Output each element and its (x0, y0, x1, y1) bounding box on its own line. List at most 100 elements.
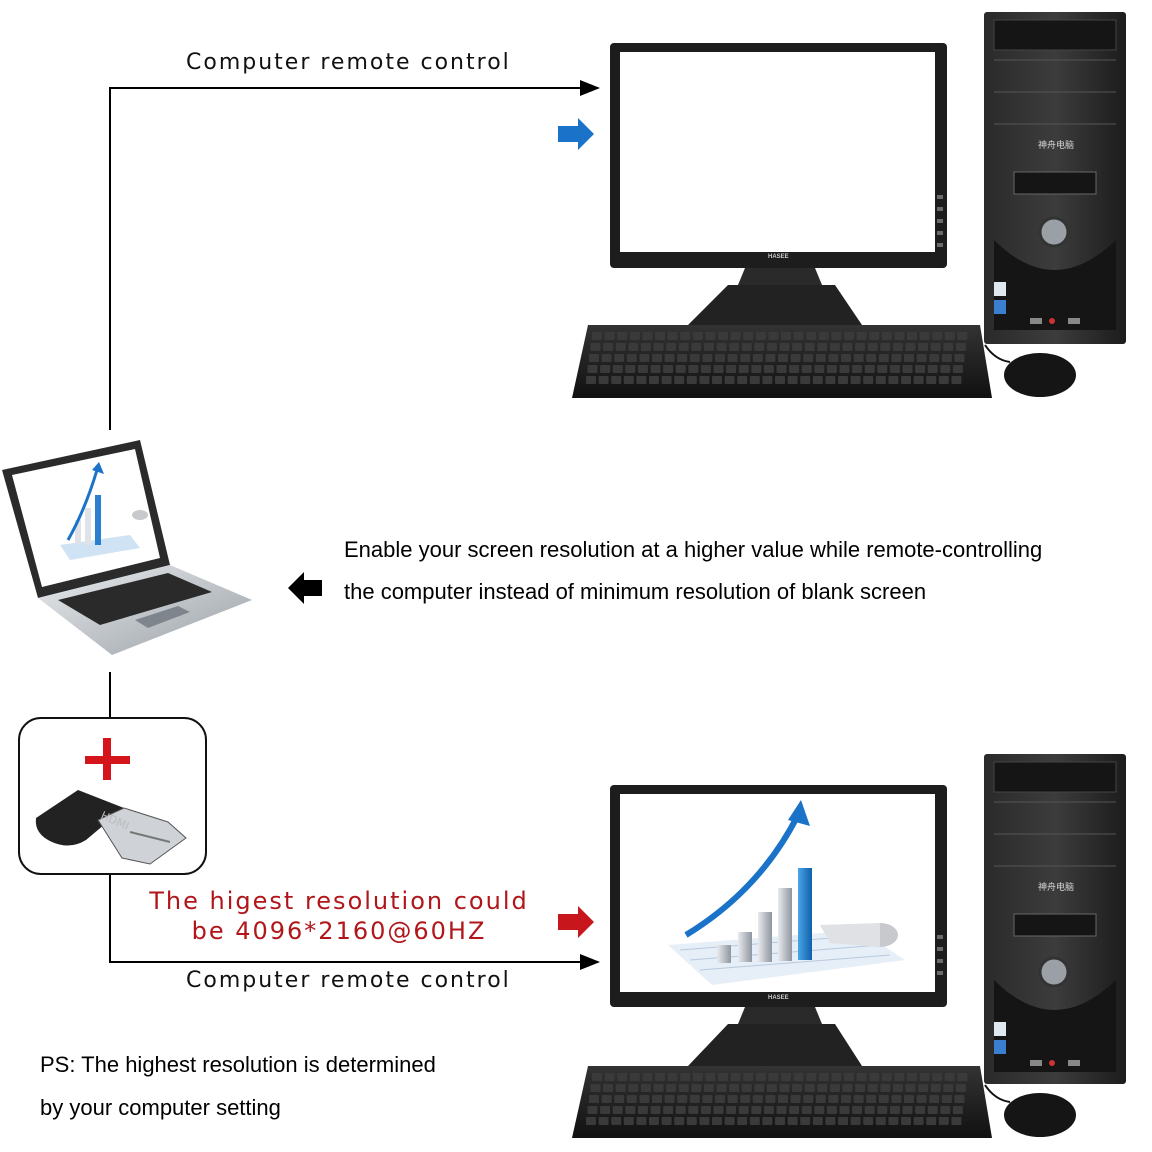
keyboard-key (916, 354, 927, 362)
keyboard-key (826, 365, 837, 373)
keyboard-key (806, 332, 817, 340)
keyboard-key (713, 365, 724, 373)
keyboard-key (938, 1117, 949, 1125)
keyboard-key (894, 1073, 905, 1081)
keyboard-key (926, 376, 937, 384)
description-line-1: Enable your screen resolution at a highe… (344, 537, 1043, 562)
keyboard-key (737, 376, 748, 384)
keyboard-key (674, 376, 685, 384)
keyboard-key (907, 332, 917, 340)
keyboard-key (587, 365, 598, 373)
keyboard-key (702, 1095, 713, 1103)
keyboard-key (667, 332, 678, 340)
keyboard-key (856, 1073, 867, 1081)
keyboard-key (826, 1106, 837, 1114)
keyboard-key (818, 1073, 829, 1081)
bottom-flow-label: Computer remote control (186, 968, 511, 993)
keyboard-key (592, 332, 602, 340)
keyboard-key (891, 1095, 902, 1103)
keyboard-key (894, 332, 905, 340)
keyboard-key (640, 343, 651, 351)
keyboard-key (752, 1095, 763, 1103)
keyboard-key (841, 354, 851, 362)
keyboard-key (650, 365, 661, 373)
keyboard-key (881, 332, 892, 340)
keyboard-key (919, 1073, 930, 1081)
keyboard-key (604, 332, 615, 340)
monitor-top (610, 43, 947, 325)
keyboard-key (727, 1095, 738, 1103)
top-flow-label: Computer remote control (186, 50, 511, 75)
keyboard-key (712, 376, 722, 384)
keyboard-key (943, 1084, 954, 1092)
keyboard-key (590, 343, 601, 351)
keyboard-key (768, 1073, 779, 1081)
keyboard-key (617, 1073, 628, 1081)
keyboard-key (600, 1106, 611, 1114)
keyboard-key (751, 1106, 762, 1114)
keyboard-key (881, 1073, 892, 1081)
keyboard-key (703, 1084, 714, 1092)
keyboard-key (944, 1073, 955, 1081)
keyboard-key (957, 332, 968, 340)
keyboard-key (699, 376, 710, 384)
keyboard-key (652, 1095, 662, 1103)
keyboard-key (806, 1073, 817, 1081)
keyboard-key (675, 1106, 686, 1114)
keyboard-key (691, 1084, 702, 1092)
keyboard-key (617, 332, 628, 340)
keyboard-key (781, 1073, 791, 1081)
keyboard-key (778, 1095, 788, 1103)
keyboard-key (661, 1117, 672, 1125)
keyboard-key (712, 1117, 722, 1125)
keyboard-key (787, 1117, 798, 1125)
keyboard-key (623, 376, 634, 384)
keyboard-key (730, 332, 741, 340)
keyboard-key (611, 1117, 622, 1125)
keyboard-key (625, 1106, 636, 1114)
keyboard-key (804, 1084, 815, 1092)
keyboard-key (828, 354, 839, 362)
keyboard-key (726, 365, 737, 373)
keyboard-key (689, 1095, 700, 1103)
keyboard-key (831, 1073, 842, 1081)
keyboard-key (877, 1106, 888, 1114)
keyboard-key (776, 365, 787, 373)
keyboard-key (640, 1084, 651, 1092)
keyboard-key (592, 1073, 602, 1081)
keyboard-key (689, 354, 700, 362)
keyboard-key (915, 365, 926, 373)
keyboard-key (749, 1117, 760, 1125)
keyboard-key (864, 365, 875, 373)
keyboard-key (628, 1084, 639, 1092)
keyboard-key (741, 1084, 752, 1092)
keyboard-key (829, 343, 840, 351)
keyboard-key (951, 376, 962, 384)
keyboard-key (766, 343, 777, 351)
keyboard-key (954, 1095, 965, 1103)
keyboard-key (927, 1106, 938, 1114)
keyboard-key (614, 1095, 625, 1103)
keyboard-key (907, 1073, 917, 1081)
keyboard-key (716, 1084, 727, 1092)
keyboard-key (738, 1106, 749, 1114)
keyboard-key (815, 354, 826, 362)
keyboard-key (726, 1106, 737, 1114)
keyboard-key (776, 1106, 787, 1114)
keyboard-key (915, 1106, 926, 1114)
resolution-note-line-2: be 4096*2160@60HZ (191, 917, 487, 945)
keyboard-key (628, 343, 639, 351)
resolution-note-line-1: The higest resolution could (149, 887, 529, 915)
plus-icon (85, 738, 130, 780)
mouse-bottom (984, 1084, 1076, 1137)
keyboard-key (677, 354, 688, 362)
keyboard-key (586, 1117, 596, 1125)
keyboard-key (838, 376, 848, 384)
keyboard-key (852, 365, 863, 373)
keyboard-key (913, 376, 924, 384)
monitor-bottom (610, 785, 947, 1066)
keyboard-key (866, 354, 877, 362)
keyboard-key (692, 1073, 703, 1081)
keyboard-key (927, 365, 938, 373)
keyboard-key (636, 1117, 647, 1125)
